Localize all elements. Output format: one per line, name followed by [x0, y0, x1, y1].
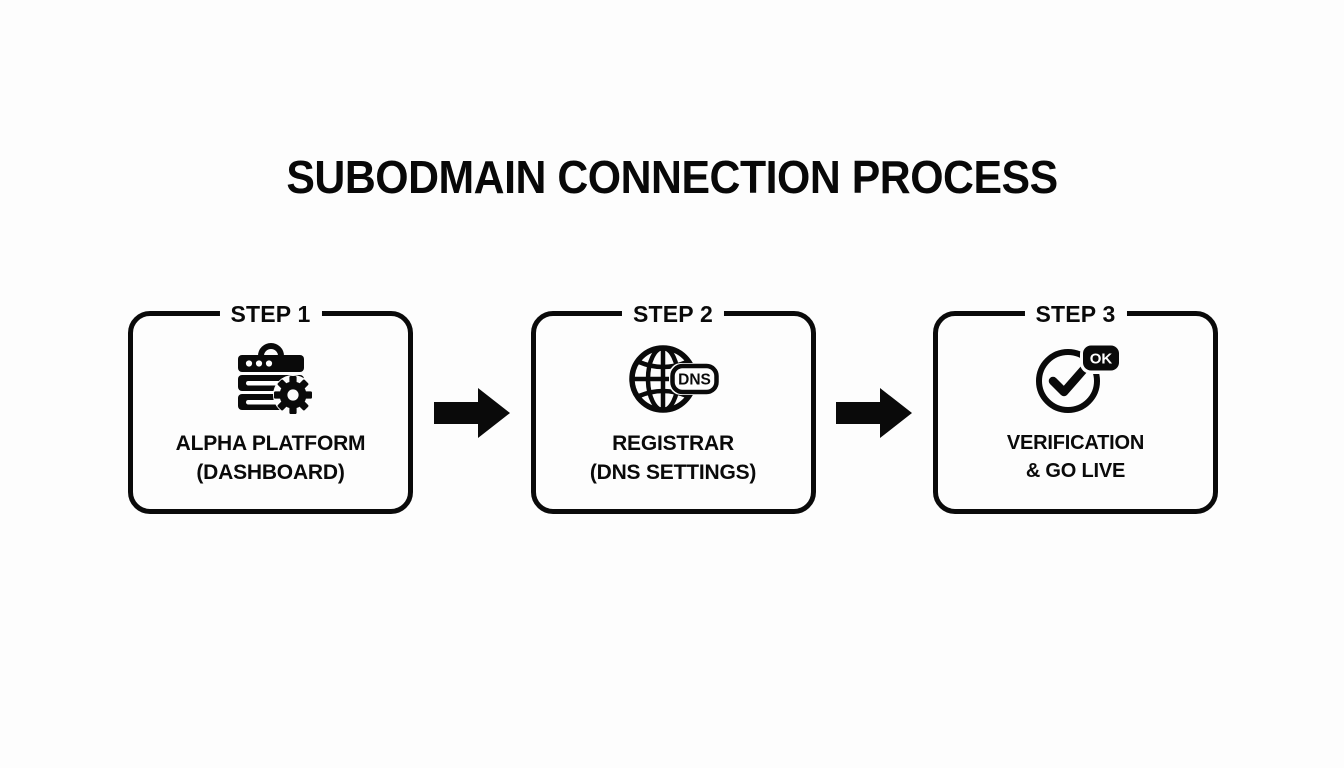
- step-3-text-line2: & GO LIVE: [1025, 459, 1126, 482]
- step-2-text-line2: (DNS SETTINGS): [589, 460, 757, 484]
- arrow-right-icon: [836, 387, 913, 438]
- step-1-label: STEP 1: [219, 299, 322, 329]
- step-1-text-line1: ALPHA PLATFORM: [175, 432, 366, 455]
- dns-badge: [670, 363, 719, 395]
- check-circle-ok-icon: OK: [1035, 343, 1120, 413]
- step-card-1[interactable]: STEP 1: [128, 299, 413, 514]
- arrow-right-icon: [433, 387, 510, 438]
- step-3-icon-wrap: OK: [1032, 342, 1120, 416]
- server-gear-icon: [237, 343, 313, 415]
- step-2-text: REGISTRAR (DNS SETTINGS): [582, 430, 764, 488]
- process-steps-row: STEP 1: [128, 299, 1218, 515]
- step-3-text: VERIFICATION & GO LIVE: [999, 430, 1152, 485]
- step-1-icon-wrap: [228, 342, 314, 416]
- step-2-text-line1: REGISTRAR: [612, 432, 734, 455]
- connector-arrow-1: [431, 385, 513, 441]
- step-1-text: ALPHA PLATFORM (DASHBOARD): [168, 430, 374, 488]
- page-title: SUBODMAIN CONNECTION PROCESS: [286, 151, 1058, 203]
- globe-dns-icon: DNS: [629, 345, 719, 413]
- step-3-text-line1: VERIFICATION: [1006, 432, 1145, 454]
- connector-arrow-2: [833, 385, 915, 441]
- step-card-3[interactable]: STEP 3 OK VERIFICATION & GO LIVE: [933, 299, 1218, 514]
- step-card-2[interactable]: STEP 2 DNS: [530, 299, 816, 514]
- step-3-label: STEP 3: [1024, 299, 1127, 329]
- step-2-icon-wrap: DNS: [627, 342, 719, 416]
- ok-badge-text: OK: [1089, 351, 1112, 368]
- step-2-label: STEP 2: [621, 299, 725, 329]
- step-1-text-line2: (DASHBOARD): [196, 460, 345, 484]
- ok-badge: [1082, 345, 1119, 371]
- dns-badge-text: DNS: [678, 372, 711, 389]
